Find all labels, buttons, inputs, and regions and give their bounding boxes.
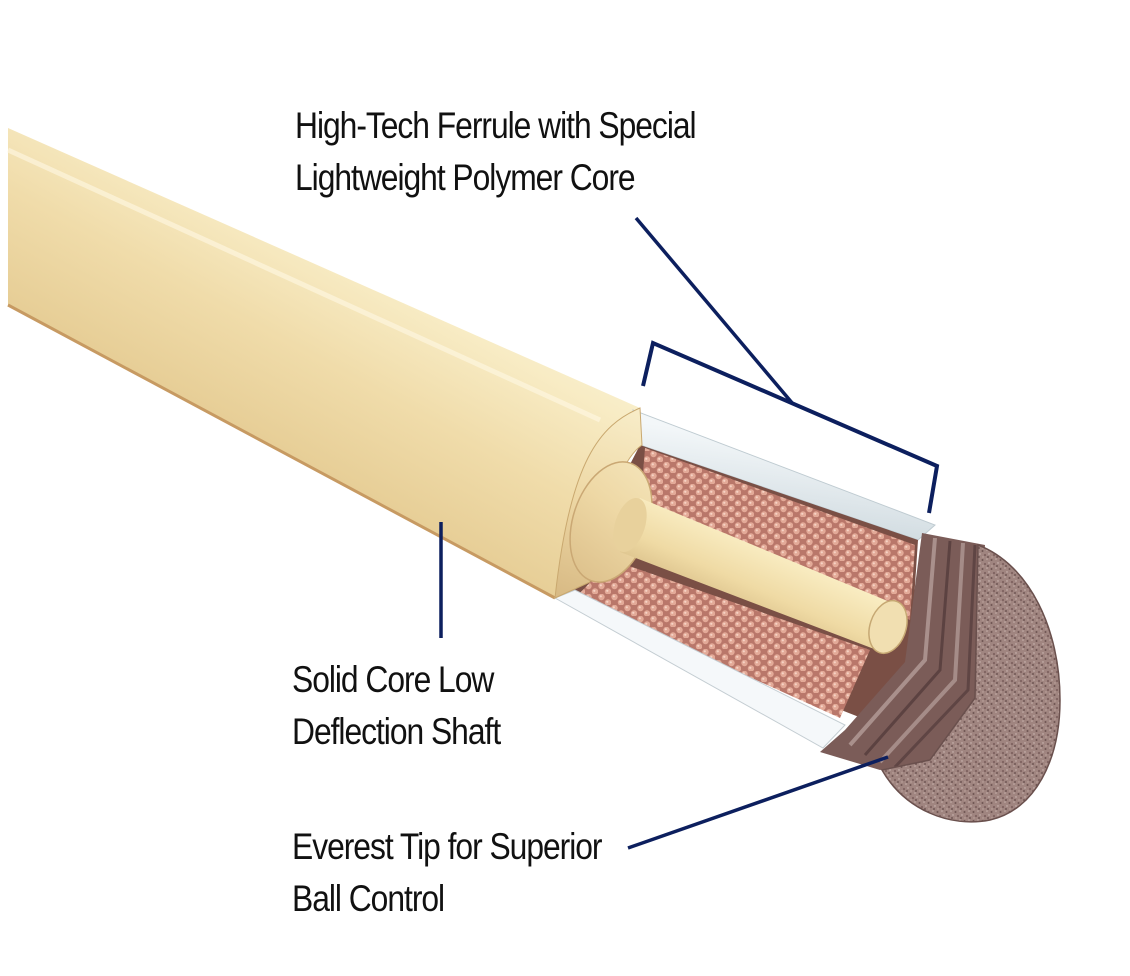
tip-callout-line-1: Everest Tip for Superior — [292, 826, 603, 867]
ferrule-bracket — [641, 340, 940, 514]
ferrule-callout-label: High-Tech Ferrule with Special Lightweig… — [295, 100, 697, 204]
solid-core-rod — [620, 498, 890, 652]
ferrule-leader — [634, 216, 795, 406]
tip-layers — [820, 533, 985, 770]
shaft-callout-line-2: Deflection Shaft — [292, 711, 501, 752]
tip-callout-line-2: Ball Control — [292, 878, 445, 919]
shaft-shadow-edge — [7, 303, 556, 600]
shaft-body — [8, 128, 640, 598]
tip-leader — [627, 755, 889, 850]
everest-tip — [820, 533, 1061, 823]
shaft-highlight — [6, 147, 602, 423]
tip-face — [880, 543, 1061, 823]
tip-layer-line — [878, 542, 965, 764]
polymer-core-top — [640, 448, 915, 620]
shaft-callout-label: Solid Core Low Deflection Shaft — [292, 654, 501, 758]
tip-layer-line — [848, 537, 937, 747]
leader-lines — [439, 216, 940, 850]
ferrule-callout-line-2: Lightweight Polymer Core — [295, 157, 636, 198]
solid-core-rod-end — [868, 599, 908, 655]
tip-layer-line — [863, 540, 952, 756]
tip-callout-label: Everest Tip for Superior Ball Control — [292, 821, 603, 925]
tip-layer-line — [893, 544, 977, 769]
shaft-callout-line-1: Solid Core Low — [292, 659, 494, 700]
polymer-core-bottom — [575, 560, 870, 718]
ferrule-callout-line-1: High-Tech Ferrule with Special — [295, 105, 697, 146]
ferrule-bottom-wall — [553, 589, 846, 749]
ferrule-cutaway — [553, 407, 936, 749]
solid-core-rod-base — [613, 497, 647, 553]
cue-shaft — [6, 128, 640, 600]
